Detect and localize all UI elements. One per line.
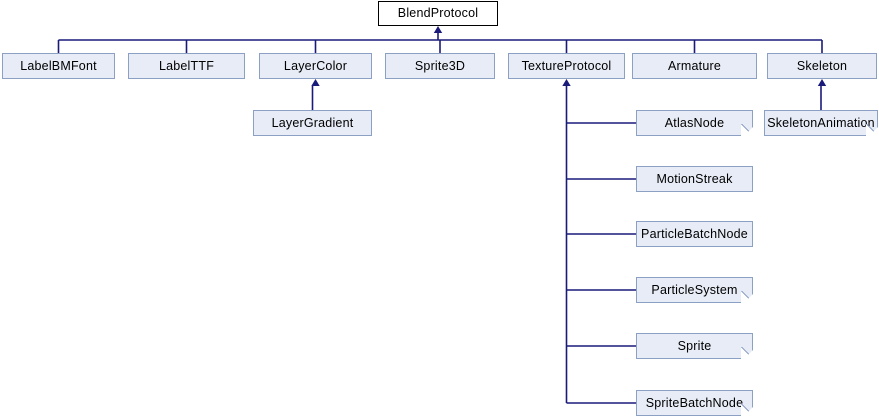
class-node-label: LayerColor [283,58,348,73]
class-node-label: Skeleton [796,58,848,73]
class-node-skeleton[interactable]: Skeleton [767,53,877,79]
class-node-spritebatchnode[interactable]: SpriteBatchNode [636,390,753,416]
class-node-label: MotionStreak [656,171,733,186]
class-node-particlesystem[interactable]: ParticleSystem [636,277,753,303]
class-node-armature[interactable]: Armature [632,53,757,79]
class-node-label: ParticleBatchNode [641,226,748,241]
class-node-label: LabelTTF [158,58,215,73]
class-node-label: Armature [667,58,721,73]
class-node-label: BlendProtocol [397,6,479,21]
class-node-layercolor[interactable]: LayerColor [259,53,372,79]
class-node-label: Sprite3D [414,58,466,73]
class-node-label: AtlasNode [664,115,725,130]
class-node-sprite[interactable]: Sprite [636,333,753,359]
class-node-label: LayerGradient [271,115,354,130]
class-node-labelttf[interactable]: LabelTTF [128,53,245,79]
class-node-textureprotocol[interactable]: TextureProtocol [508,53,625,79]
class-node-sprite3d[interactable]: Sprite3D [385,53,495,79]
class-node-skeletonanimation[interactable]: SkeletonAnimation [764,110,878,136]
class-node-label: TextureProtocol [521,58,612,73]
class-node-label: LabelBMFont [20,58,97,73]
class-node-particlebatchnode[interactable]: ParticleBatchNode [636,221,753,247]
class-node-labelbmfont[interactable]: LabelBMFont [2,53,115,79]
class-node-label: ParticleSystem [651,282,738,297]
class-node-layergradient[interactable]: LayerGradient [253,110,372,136]
class-node-blendprotocol[interactable]: BlendProtocol [378,1,498,26]
class-node-motionstreak[interactable]: MotionStreak [636,166,753,192]
class-node-atlasnode[interactable]: AtlasNode [636,110,753,136]
class-node-label: Sprite [677,338,712,353]
class-node-label: SpriteBatchNode [645,395,744,410]
class-node-label: SkeletonAnimation [767,115,875,130]
